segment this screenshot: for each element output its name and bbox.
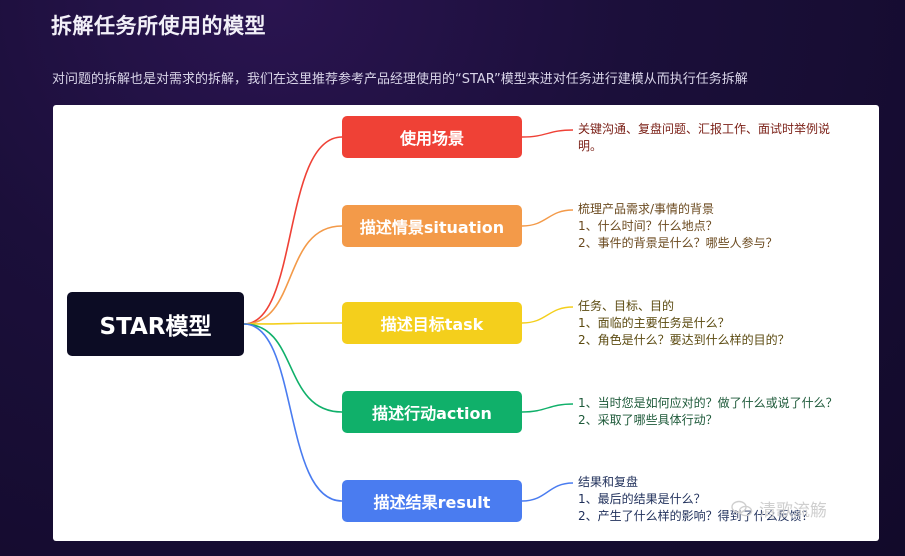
note-connector [521, 129, 574, 138]
root-connector [243, 136, 343, 325]
wechat-icon [731, 500, 753, 516]
star-model-diagram: STAR模型 使用场景 描述情景situation 描述目标task 描述行动a… [53, 105, 879, 541]
note-situation: 梳理产品需求/事情的背景 1、什么时间？什么地点？ 2、事件的背景是什么？哪些人… [578, 202, 778, 250]
branch-node-task: 描述目标task [342, 302, 522, 344]
watermark-text: 清歌流觞 [759, 501, 827, 521]
intro-text: 对问题的拆解也是对需求的拆解，我们在这里推荐参考产品经理使用的“STAR”模型来… [52, 72, 748, 87]
note-connector [521, 306, 574, 324]
branch-node-situation: 描述情景situation [342, 205, 522, 247]
note-result: 结果和复盘 1、最后的结果是什么？ 2、产生了什么样的影响？得到了什么反馈？ [578, 475, 814, 523]
root-connector [243, 323, 343, 413]
note-action: 1、当时您是如何应对的？做了什么或说了什么？ 2、采取了哪些具体行动？ [578, 396, 838, 427]
note-connector [521, 209, 574, 227]
page-title: 拆解任务所使用的模型 [51, 14, 266, 38]
root-node: STAR模型 [67, 292, 244, 356]
note-connector [521, 482, 574, 502]
branch-node-action: 描述行动action [342, 391, 522, 433]
root-connector [243, 322, 343, 325]
branch-node-result: 描述结果result [342, 480, 522, 522]
branch-node-scenario: 使用场景 [342, 116, 522, 158]
note-scenario: 关键沟通、复盘问题、汇报工作、面试时举例说 明。 [578, 122, 831, 153]
mindmap-connectors [243, 129, 574, 502]
root-connector [243, 323, 343, 502]
root-connector [243, 225, 343, 325]
note-connector [521, 403, 574, 413]
note-task: 任务、目标、目的 1、面临的主要任务是什么？ 2、角色是什么？要达到什么样的目的… [578, 299, 790, 347]
watermark: 清歌流觞 [731, 496, 827, 521]
